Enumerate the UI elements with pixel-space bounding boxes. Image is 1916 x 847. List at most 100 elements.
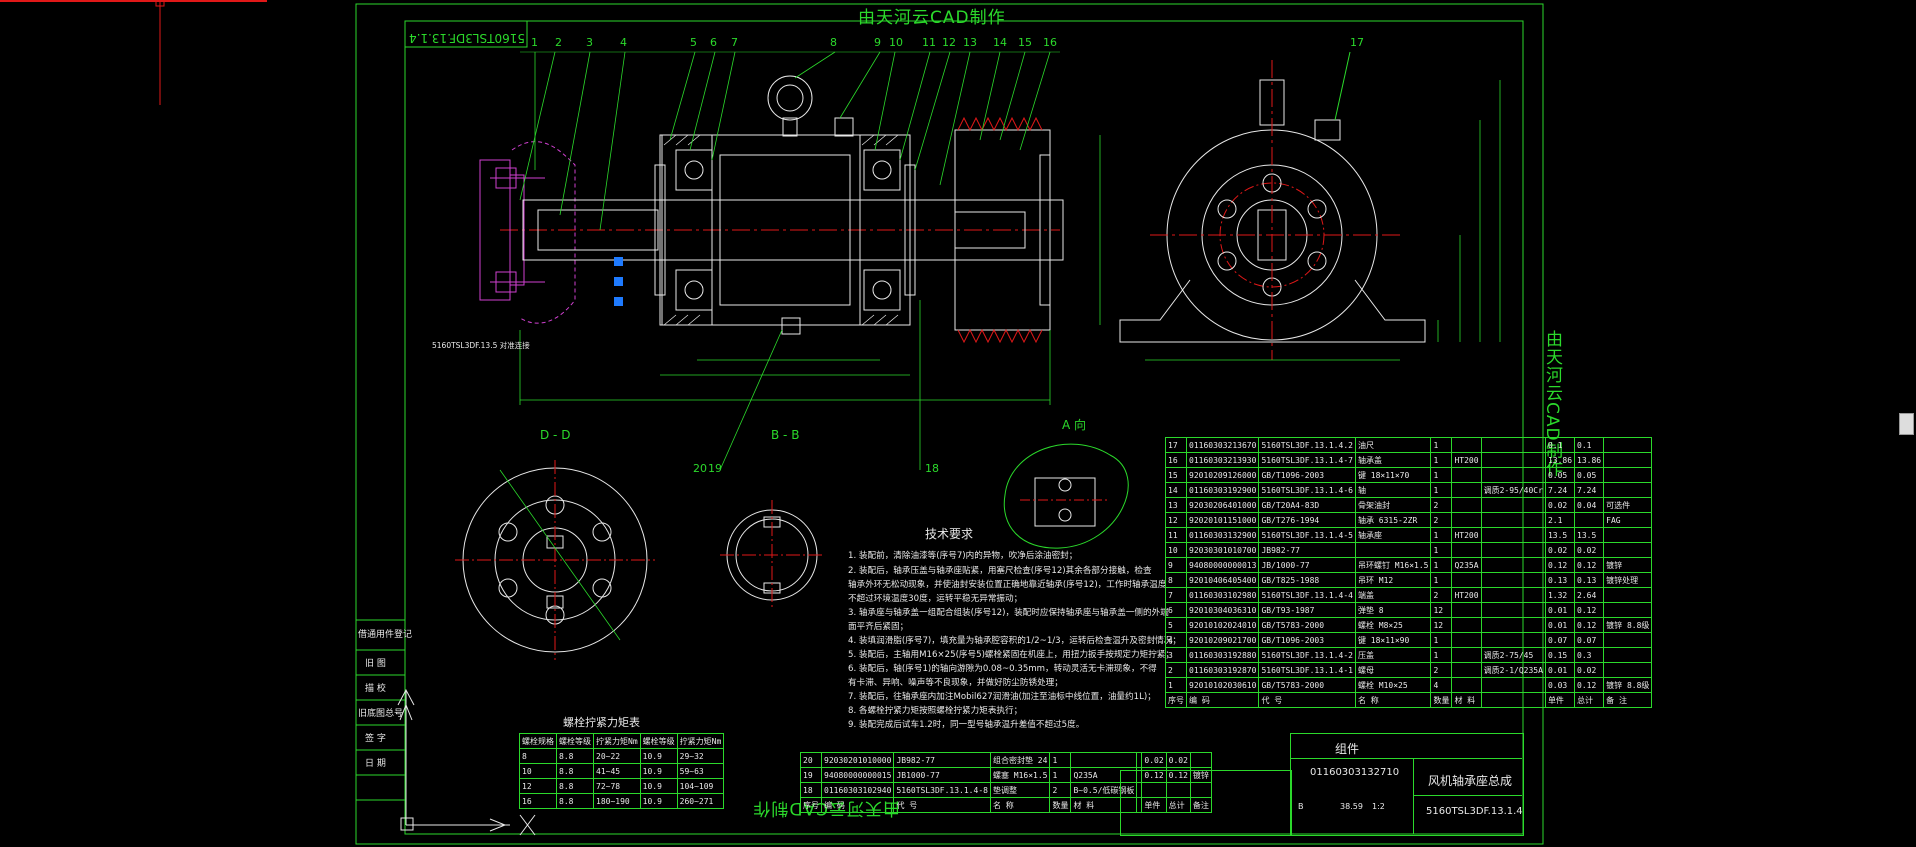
table-cell: 4 [1165, 632, 1187, 648]
table-cell: 9 [1165, 557, 1187, 573]
table-cell: 20 [800, 752, 822, 768]
table-cell [1480, 437, 1546, 453]
balloon-10: 10 [889, 36, 903, 49]
table-row: 序号编 码代 号名 称数量材 料单件总计备 注 [1165, 692, 1653, 708]
table-cell: 螺栓 M10×25 [1354, 677, 1432, 693]
table-cell [1480, 677, 1546, 693]
table-cell: FAG [1603, 512, 1653, 528]
table-cell [1189, 752, 1212, 768]
table-cell: 0.05 [1544, 467, 1576, 483]
table-cell: 2 [1430, 587, 1453, 603]
table-cell: 180~190 [593, 793, 641, 809]
table-header [1480, 692, 1546, 708]
table-cell: 01160303213930 [1185, 452, 1260, 468]
balloon-16: 16 [1043, 36, 1057, 49]
scrollbar-thumb[interactable] [1899, 413, 1914, 435]
table-cell: 镀锌 8.8级 [1603, 617, 1653, 633]
table-cell: 5160TSL3DF.13.1.4-2 [1258, 647, 1356, 663]
table-cell: 0.02 [1574, 542, 1605, 558]
table-header: 编 码 [1185, 692, 1260, 708]
table-cell: 0.3 [1574, 647, 1605, 663]
table-cell [1480, 632, 1546, 648]
table-cell: 0.02 [1544, 497, 1576, 513]
table-header: 拧紧力矩Nm [593, 733, 641, 749]
table-cell: 14 [1165, 482, 1187, 498]
table-cell [1451, 632, 1482, 648]
table-cell [1603, 527, 1653, 543]
table-header: 螺栓等级 [556, 733, 594, 749]
balloon-13: 13 [963, 36, 977, 49]
table-cell: 13.86 [1544, 452, 1576, 468]
table-cell: GB/T825-1988 [1258, 572, 1356, 588]
reg-label: 借通用件登记 [358, 630, 413, 640]
table-cell: 92020101151000 [1185, 512, 1260, 528]
outer-border [355, 3, 1544, 845]
table-cell: 0.12 [1574, 602, 1605, 618]
table-cell: 17 [1165, 437, 1187, 453]
table-cell: 0.05 [1574, 467, 1605, 483]
view-a-label: A 向 [1062, 418, 1087, 432]
table-cell [1480, 572, 1546, 588]
vertical-scrollbar[interactable] [1899, 0, 1916, 847]
table-cell: 92010102030610 [1185, 677, 1260, 693]
table-cell: 0.12 [1574, 677, 1605, 693]
table-cell: GB/T1096-2003 [1258, 632, 1356, 648]
title-block-frame [1290, 733, 1524, 836]
table-cell [1451, 647, 1482, 663]
table-cell: 5160TSL3DF.13.1.4-5 [1258, 527, 1356, 543]
table-cell: 0.07 [1544, 632, 1576, 648]
table-cell: 调质2-1/Q235A [1480, 662, 1546, 678]
table-cell [1603, 542, 1653, 558]
table-cell: GB/T1096-2003 [1258, 467, 1356, 483]
table-cell: 镀锌 [1189, 767, 1212, 783]
table-cell: 15 [1165, 467, 1187, 483]
table-header: 总计 [1574, 692, 1605, 708]
balloon-3: 3 [586, 36, 593, 49]
table-cell: 29~32 [676, 748, 725, 764]
table-cell [1603, 632, 1653, 648]
table-cell [1480, 512, 1546, 528]
table-cell: 镀锌 [1603, 557, 1653, 573]
table-header: 序号 [1165, 692, 1187, 708]
table-cell: 7.24 [1574, 482, 1605, 498]
front-section-view [479, 51, 1101, 471]
table-cell: 0.02 [1165, 752, 1191, 768]
table-cell: 油尺 [1354, 437, 1432, 453]
side-view [1119, 51, 1501, 361]
table-header: 编 码 [820, 797, 895, 813]
table-cell: 10 [1165, 542, 1187, 558]
table-cell [1451, 602, 1482, 618]
table-cell: 键 18×11×70 [1354, 467, 1432, 483]
table-cell: 2.64 [1574, 587, 1605, 603]
table-cell: 92030206401000 [1185, 497, 1260, 513]
table-cell [1603, 602, 1653, 618]
table-cell: 13 [1165, 497, 1187, 513]
table-cell: HT200 [1451, 527, 1482, 543]
table-row: 序号编 码代 号名 称数量材 料单件总计备注 [800, 797, 1212, 813]
table-cell: 92010209126000 [1185, 467, 1260, 483]
red-grip [155, 0, 165, 7]
table-cell: JB/1000-77 [1258, 557, 1356, 573]
table-cell: 1 [1049, 767, 1072, 783]
balloon-19: 19 [708, 462, 722, 475]
table-header: 螺栓规格 [519, 733, 557, 749]
tech-line: 6. 装配后，轴(序号1)的轴向游隙为0.08~0.35mm，转动灵活无卡滞现象… [848, 664, 1157, 674]
table-cell: 19 [800, 767, 822, 783]
table-cell: 10.9 [639, 763, 678, 779]
title-weight: 38.59 [1340, 802, 1363, 811]
table-cell: 弹垫 8 [1354, 602, 1432, 618]
table-cell [1451, 467, 1482, 483]
title-block-divider [1290, 758, 1522, 759]
table-cell: 骨架油封 [1354, 497, 1432, 513]
table-cell: HT200 [1451, 452, 1482, 468]
table-cell: 94080000000015 [820, 767, 895, 783]
table-header: 单件 [1141, 797, 1167, 813]
view-a [1003, 443, 1129, 549]
